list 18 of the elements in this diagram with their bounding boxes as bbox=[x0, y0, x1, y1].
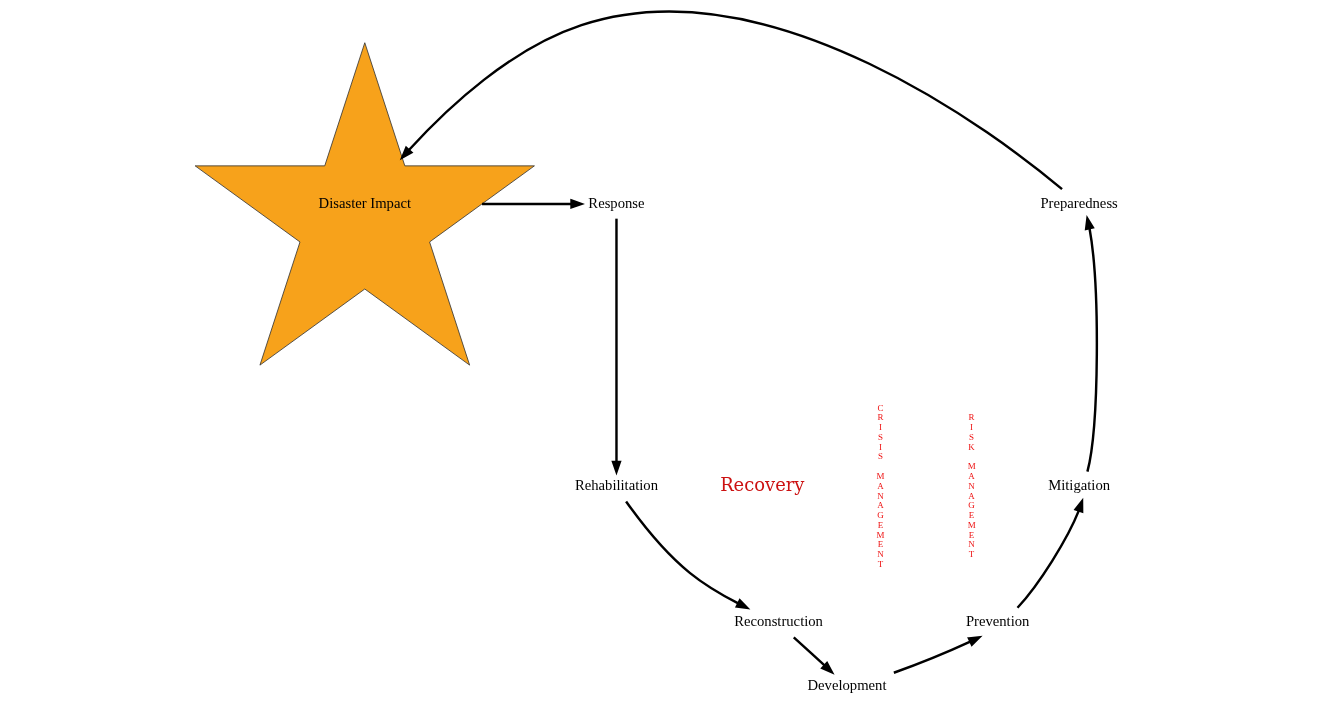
node-text: Preparedness bbox=[1039, 194, 1118, 211]
arrow bbox=[481, 198, 585, 210]
node-text: Prevention bbox=[965, 613, 1029, 630]
node-text: Development bbox=[807, 677, 886, 694]
label: Recovery bbox=[719, 474, 804, 496]
arrow bbox=[1016, 497, 1083, 609]
arrow bbox=[624, 500, 750, 610]
node-text: Mitigation bbox=[1047, 477, 1110, 494]
label: CRISIS MANAGEMENT bbox=[875, 402, 884, 569]
arrow bbox=[1084, 215, 1098, 472]
arrow bbox=[399, 10, 1063, 191]
arrow bbox=[610, 218, 622, 476]
node-text: Response bbox=[587, 194, 645, 211]
node-text: Rehabilitation bbox=[574, 477, 658, 494]
label: RISK MANAGEMENT bbox=[967, 412, 976, 560]
node-text: Reconstruction bbox=[733, 613, 823, 630]
arrow bbox=[792, 636, 835, 675]
arrow bbox=[892, 635, 983, 674]
